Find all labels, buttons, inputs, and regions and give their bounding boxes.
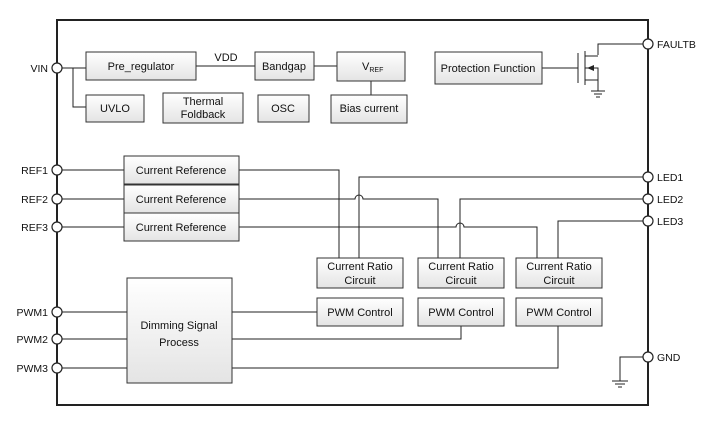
bandgap-label: Bandgap bbox=[262, 61, 306, 73]
vref-main-text: V bbox=[362, 61, 370, 73]
pre-regulator-block bbox=[85, 51, 197, 81]
wires bbox=[62, 43, 643, 388]
current-reference-label-1: Current Reference bbox=[136, 165, 227, 177]
bias-current-block bbox=[330, 94, 408, 124]
pwm-control-block-3 bbox=[515, 297, 603, 327]
bias-current-label: Bias current bbox=[340, 103, 399, 115]
led2-pin bbox=[642, 193, 654, 205]
vdd-label: VDD bbox=[214, 52, 237, 64]
chip-outline bbox=[56, 19, 649, 406]
pwm-control-block-1 bbox=[316, 297, 404, 327]
current-ratio-circuit-block-3 bbox=[515, 257, 603, 289]
pwm1-pin-label: PWM1 bbox=[17, 307, 49, 319]
dimming-label-line1: Dimming Signal bbox=[140, 320, 217, 332]
vref-block bbox=[336, 51, 406, 82]
led3-pin bbox=[642, 215, 654, 227]
uvlo-label: UVLO bbox=[100, 103, 130, 115]
pwm-control-label-1: PWM Control bbox=[327, 307, 392, 319]
gnd-pin-label: GND bbox=[657, 352, 681, 364]
pwm-control-label-3: PWM Control bbox=[526, 307, 591, 319]
led3-pin-label: LED3 bbox=[657, 216, 683, 228]
protection-function-label: Protection Function bbox=[441, 63, 536, 75]
current-ratio-label-3-line1: Current Ratio bbox=[526, 261, 591, 273]
current-reference-block-2 bbox=[123, 184, 240, 214]
pwm2-pin bbox=[51, 333, 63, 345]
ref3-pin bbox=[51, 221, 63, 233]
led1-pin-label: LED1 bbox=[657, 172, 683, 184]
ref3-pin-label: REF3 bbox=[21, 222, 48, 234]
vref-sub-text: REF bbox=[369, 67, 383, 74]
osc-block bbox=[257, 94, 310, 123]
pwm3-pin-label: PWM3 bbox=[17, 363, 49, 375]
thermal-foldback-label-line1: Thermal bbox=[183, 96, 223, 108]
current-reference-label-3: Current Reference bbox=[136, 222, 227, 234]
vref-label: VREF bbox=[362, 61, 383, 74]
current-ratio-label-2-line1: Current Ratio bbox=[428, 261, 493, 273]
gnd-pin bbox=[642, 351, 654, 363]
ref2-pin bbox=[51, 193, 63, 205]
current-reference-block-1 bbox=[123, 155, 240, 185]
current-ratio-label-2-line2: Circuit bbox=[445, 275, 476, 287]
vin-pin bbox=[51, 62, 63, 74]
thermal-foldback-block bbox=[162, 92, 244, 124]
current-ratio-label-3-line2: Circuit bbox=[543, 275, 574, 287]
pwm1-pin bbox=[51, 306, 63, 318]
pwm2-pin-label: PWM2 bbox=[17, 334, 49, 346]
dimming-label-line2: Process bbox=[159, 337, 199, 349]
current-ratio-circuit-block-2 bbox=[417, 257, 505, 289]
pre-regulator-label: Pre_regulator bbox=[108, 61, 175, 73]
current-ratio-label-1-line2: Circuit bbox=[344, 275, 375, 287]
pwm-control-block-2 bbox=[417, 297, 505, 327]
bandgap-block bbox=[254, 51, 315, 81]
current-ratio-label-1-line1: Current Ratio bbox=[327, 261, 392, 273]
uvlo-block bbox=[85, 94, 145, 123]
thermal-foldback-label-line2: Foldback bbox=[181, 109, 226, 121]
protection-function-block bbox=[434, 51, 543, 85]
current-reference-block-3 bbox=[123, 212, 240, 242]
pwm3-pin bbox=[51, 362, 63, 374]
osc-label: OSC bbox=[271, 103, 295, 115]
vin-pin-label: VIN bbox=[30, 63, 48, 75]
led2-pin-label: LED2 bbox=[657, 194, 683, 206]
ref1-pin-label: REF1 bbox=[21, 165, 48, 177]
current-ratio-circuit-block-1 bbox=[316, 257, 404, 289]
pwm-control-label-2: PWM Control bbox=[428, 307, 493, 319]
dimming-signal-process-block bbox=[126, 277, 233, 384]
current-reference-label-2: Current Reference bbox=[136, 194, 227, 206]
led1-pin bbox=[642, 171, 654, 183]
ref1-pin bbox=[51, 164, 63, 176]
faultb-pin-label: FAULTB bbox=[657, 39, 696, 51]
ref2-pin-label: REF2 bbox=[21, 194, 48, 206]
faultb-pin bbox=[642, 38, 654, 50]
